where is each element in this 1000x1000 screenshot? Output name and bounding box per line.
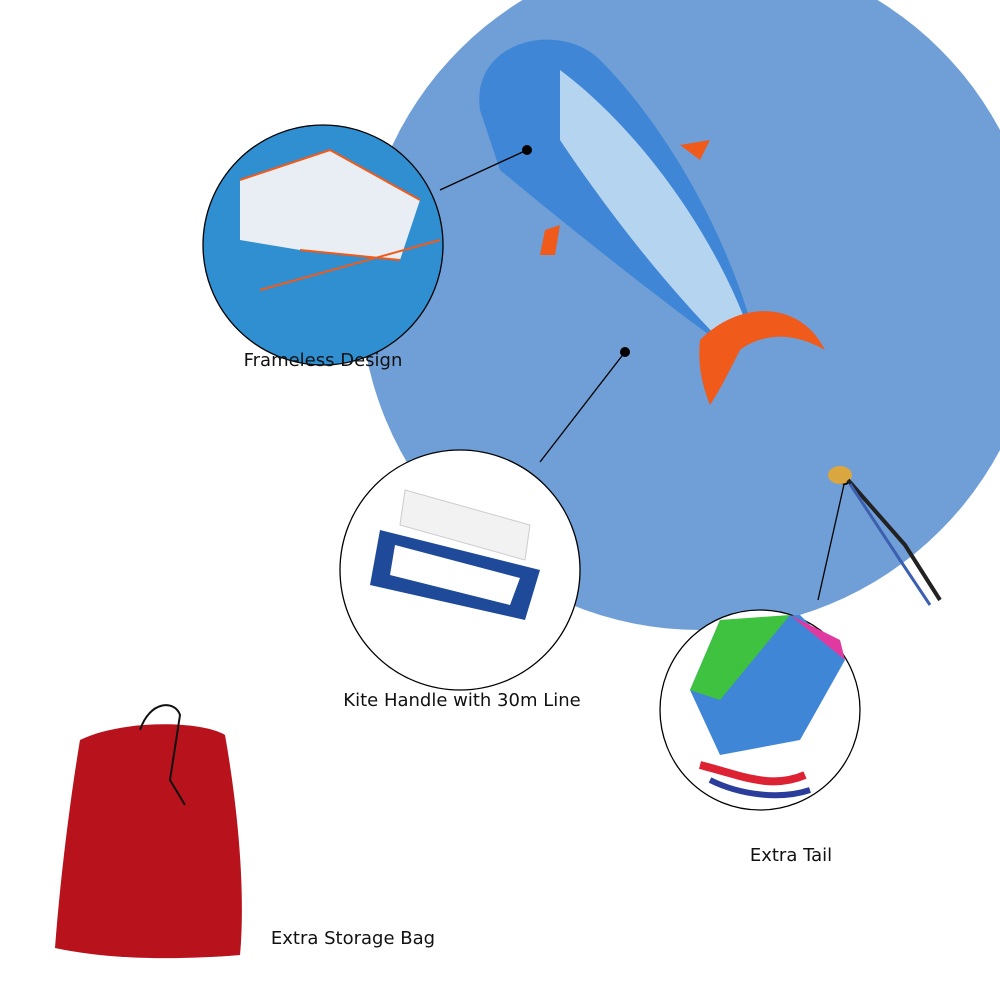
kite-handle-closeup [339, 449, 581, 691]
kite-tail-in-sky [828, 466, 942, 606]
connector-line [439, 149, 528, 191]
frameless-design-closeup [202, 124, 444, 366]
connector-dot [522, 145, 532, 155]
storage-bag-image [55, 704, 242, 959]
whale-kite-image [479, 39, 825, 405]
feature-label-bag: Extra Storage Bag [270, 928, 436, 949]
connector-line [539, 351, 626, 463]
feature-label-frameless: Frameless Design [243, 350, 403, 371]
connector-dot [620, 347, 630, 357]
feature-label-tail: Extra Tail [749, 845, 833, 866]
extra-tail-closeup [659, 609, 861, 811]
connector-line [817, 479, 846, 601]
feature-label-handle: Kite Handle with 30m Line [343, 690, 581, 711]
